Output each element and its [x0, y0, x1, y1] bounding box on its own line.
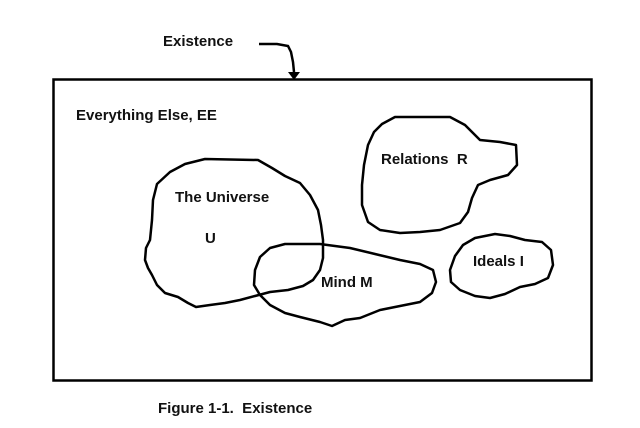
arrow-head-icon: [288, 72, 300, 80]
figure-caption: Figure 1-1. Existence: [158, 400, 313, 417]
mind-region: [252, 242, 438, 328]
universe-region: [143, 157, 325, 309]
universe-label: The Universe: [175, 189, 270, 206]
existence-title-label: Existence: [163, 33, 234, 50]
existence-boundary-box: [52, 78, 593, 382]
relations-region: [360, 115, 519, 235]
ideals-label: Ideals I: [473, 253, 524, 270]
relations-label: Relations R: [381, 151, 468, 168]
everything-else-label: Everything Else, EE: [76, 107, 217, 124]
ideals-region: [448, 232, 555, 300]
mind-label: Mind M: [321, 274, 373, 291]
universe-symbol: U: [205, 230, 216, 247]
existence-arrow: [259, 42, 296, 73]
